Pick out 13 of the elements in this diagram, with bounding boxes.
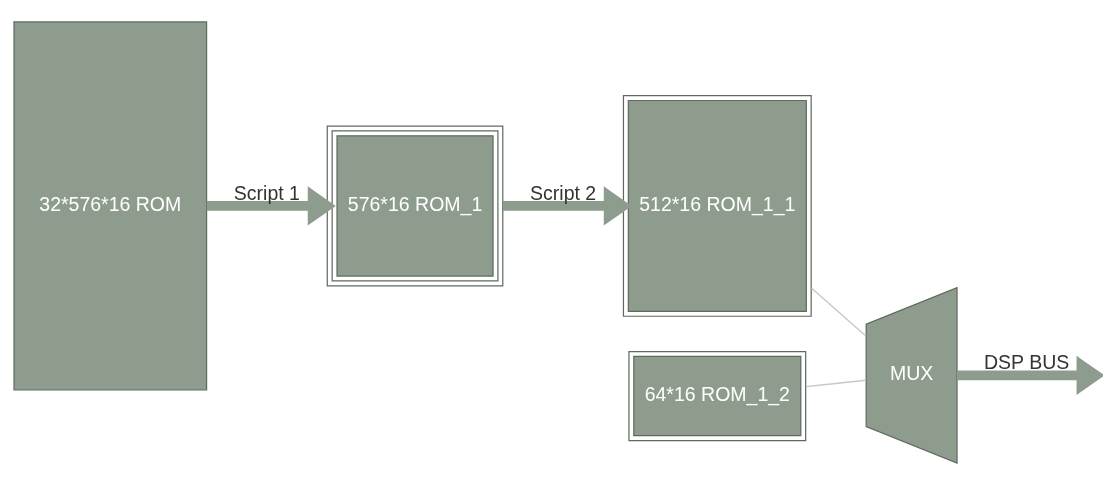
arrow [206, 185, 336, 226]
node-box: 32*576*16 ROM [13, 20, 208, 391]
edge-label: DSP BUS [984, 350, 1070, 373]
connector [810, 286, 867, 337]
node-box: MUX [865, 286, 958, 464]
node-box: 64*16 ROM_1_2 [628, 350, 807, 441]
arrow [957, 355, 1103, 395]
node-box: 576*16 ROM_1 [326, 125, 504, 286]
edge-label: Script 1 [233, 181, 300, 204]
connector [805, 378, 867, 387]
node-box: 512*16 ROM_1_1 [622, 94, 812, 317]
arrow [502, 185, 632, 226]
edge-label: Script 2 [530, 181, 597, 204]
